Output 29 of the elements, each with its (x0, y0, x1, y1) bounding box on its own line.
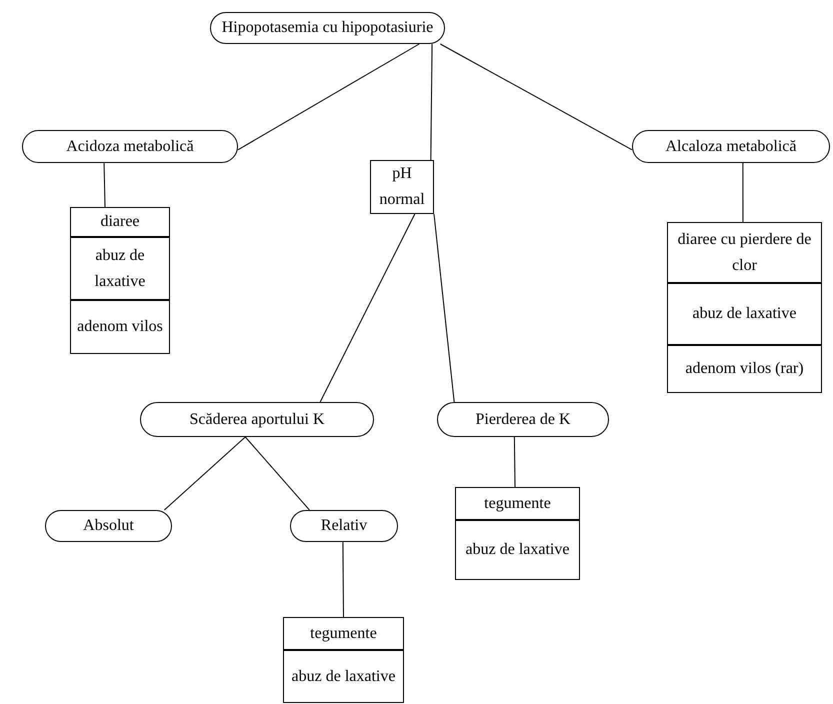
table-cell: tegumente (455, 487, 580, 520)
connector-line (238, 44, 420, 150)
connector-line (244, 436, 310, 510)
connector-line (320, 214, 416, 402)
table-cell: diaree (70, 207, 170, 237)
rounded-box: Alcaloza metabolică (632, 130, 830, 163)
connector-line (440, 44, 632, 150)
table-cell: diaree cu pierdere de clor (667, 222, 822, 283)
rounded-box: Acidoza metabolică (22, 130, 238, 163)
rounded-box: Scăderea aportului K (140, 402, 374, 437)
table-cell: abuz de laxative (283, 650, 404, 703)
process-box: pH normal (370, 160, 434, 214)
connector-line (742, 162, 744, 222)
connector-line (434, 214, 455, 402)
table-cell: abuz de laxative (667, 283, 822, 345)
table-cell: abuz de laxative (70, 237, 170, 300)
table-cell: adenom vilos (70, 300, 170, 354)
connector-line (342, 542, 344, 618)
connector-line (514, 436, 516, 488)
rounded-box: Absolut (45, 510, 172, 542)
connector-line (104, 162, 106, 208)
rounded-box: Relativ (290, 510, 398, 542)
table-cell: tegumente (283, 617, 404, 650)
rounded-box: Hipopotasemia cu hipopotasiurie (210, 12, 445, 44)
table-cell: adenom vilos (rar) (667, 345, 822, 393)
connector-line (164, 436, 246, 510)
table-cell: abuz de laxative (455, 520, 580, 580)
rounded-box: Pierderea de K (437, 402, 609, 437)
connector-line (430, 44, 433, 160)
